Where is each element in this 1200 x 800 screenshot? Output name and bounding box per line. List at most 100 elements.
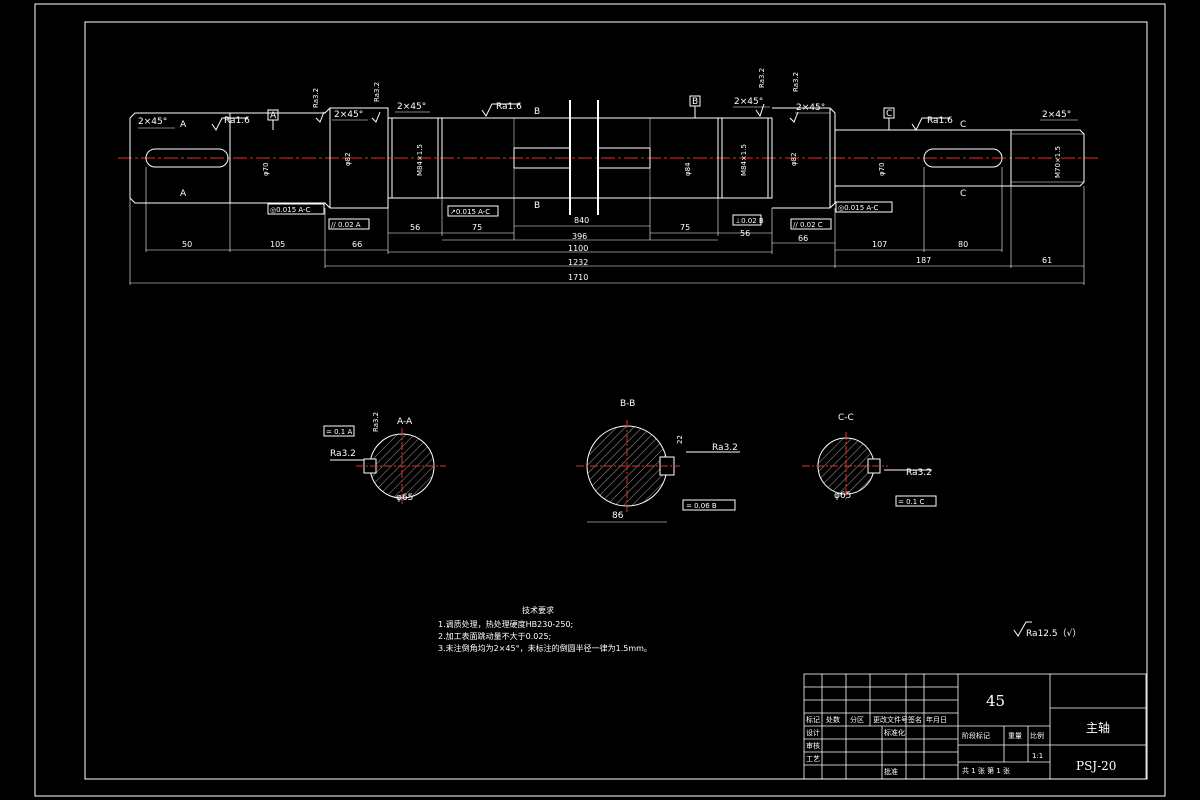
chamfer-label: 2×45° — [334, 110, 363, 120]
title-block-text: 45 主轴 PSJ-20 1:1 标记 处数 分区 更改文件号 签名 年月日 设… — [806, 692, 1116, 776]
section-title: C-C — [838, 413, 854, 423]
diameter-label: φ70 — [878, 162, 886, 176]
diameter-label: M84×1.5 — [416, 144, 424, 176]
section-mark: C — [960, 189, 966, 199]
roughness-label: Ra3.2 — [758, 68, 766, 88]
tolerance-frame: ◎0.015 A-C — [270, 206, 311, 214]
section-title: B-B — [620, 399, 635, 409]
chamfer-label: 2×45° — [1042, 110, 1071, 120]
roughness-label: Ra1.6 — [224, 116, 250, 126]
tb-label: 设计 — [806, 728, 820, 737]
outer-border — [34, 3, 1166, 797]
dimension-label: 840 — [574, 216, 589, 225]
tolerance-frame: = 0.1 C — [898, 498, 924, 506]
note-line: 3.未注倒角均为2×45°，未标注的倒圆半径一律为1.5mm。 — [438, 643, 652, 653]
chamfer-label: 2×45° — [734, 97, 763, 107]
dimension-label: 75 — [472, 223, 482, 232]
note-line: 2.加工表面跳动量不大于0.025; — [438, 631, 551, 641]
dimension-label: 75 — [680, 223, 690, 232]
datum-a: A — [270, 111, 277, 121]
datum-c: C — [886, 109, 892, 119]
section-mark: C — [960, 120, 966, 130]
diameter-label: φ65 — [396, 493, 413, 503]
general-roughness: Ra12.5（√） — [1013, 621, 1081, 639]
dimension-label: 61 — [1042, 256, 1052, 265]
section-title: A-A — [397, 417, 413, 427]
title-block — [803, 673, 1147, 780]
chamfer-label: 2×45° — [138, 117, 167, 127]
scale-value: 1:1 — [1032, 752, 1043, 760]
shaft-main-view — [118, 95, 1100, 285]
notes-title: 技术要求 — [522, 605, 554, 615]
roughness-label: Ra3.2 — [372, 412, 380, 432]
section-mark: A — [180, 120, 187, 130]
roughness-label: Ra3.2 — [373, 82, 381, 102]
section-view-b-b: B-B Ra3.2 = 0.06 B 86 22 — [576, 399, 740, 523]
tb-label: 批准 — [884, 767, 898, 776]
tolerance-frame: ⊥0.02 B — [735, 217, 764, 225]
tb-label: 分区 — [850, 715, 864, 724]
dimension-label: 1232 — [568, 258, 588, 267]
tb-label: 工艺 — [806, 755, 820, 763]
tb-label: 年月日 — [926, 715, 947, 724]
dimension-label: 56 — [410, 223, 420, 232]
roughness-label: Ra3.2 — [712, 443, 738, 453]
roughness-label: Ra3.2 — [330, 449, 356, 459]
dimension-label: 1710 — [568, 273, 588, 282]
dimension-label: 66 — [798, 234, 808, 243]
datum-b: B — [692, 97, 698, 107]
dimension-label: 56 — [740, 229, 750, 238]
roughness-label: Ra1.6 — [496, 102, 522, 112]
roughness-label: Ra3.2 — [792, 72, 800, 92]
technical-notes: 技术要求 1.调质处理，热处理硬度HB230-250; 2.加工表面跳动量不大于… — [438, 605, 652, 653]
section-mark: B — [534, 201, 540, 211]
roughness-label: Ra3.2 — [312, 88, 320, 108]
section-mark: B — [534, 107, 540, 117]
key-width-label: 22 — [676, 435, 684, 444]
diameter-label: M84×1.5 — [740, 144, 748, 176]
roughness-label: Ra3.2 — [906, 468, 932, 478]
inner-border — [84, 21, 1148, 780]
dimension-label: 66 — [352, 240, 362, 249]
main-view-labels: 2×45° 2×45° 2×45° 2×45° 2×45° 2×45° Ra1.… — [138, 68, 1071, 282]
tb-sheets: 共 1 张 第 1 张 — [962, 766, 1010, 775]
note-line: 1.调质处理，热处理硬度HB230-250; — [438, 619, 573, 629]
tolerance-frame: ↗0.015 A-C — [450, 208, 490, 216]
diameter-label: M70×1.5 — [1054, 146, 1062, 178]
chamfer-label: 2×45° — [397, 102, 426, 112]
dimension-label: 50 — [182, 240, 192, 249]
material-label: 45 — [986, 692, 1005, 710]
dimension-label: 107 — [872, 240, 887, 249]
drawing-number: PSJ-20 — [1076, 759, 1116, 773]
chamfer-label: 2×45° — [796, 103, 825, 113]
tolerance-frame: ◎0.015 A-C — [838, 204, 879, 212]
diameter-label: 86 — [612, 511, 624, 521]
dimension-label: 187 — [916, 256, 931, 265]
tb-label: 标准化 — [884, 728, 905, 737]
diameter-label: φ65 — [834, 491, 851, 501]
diameter-label: φ82 — [790, 152, 798, 166]
section-view-c-c: C-C Ra3.2 = 0.1 C φ65 — [802, 413, 937, 507]
tb-label: 比例 — [1030, 731, 1044, 740]
tolerance-frame: = 0.1 A — [326, 428, 352, 436]
general-roughness-label: Ra12.5（√） — [1026, 628, 1081, 639]
tb-label: 标记 — [806, 715, 820, 724]
diameter-label: φ82 — [344, 152, 352, 166]
roughness-label: Ra1.6 — [927, 116, 953, 126]
part-name: 主轴 — [1086, 720, 1110, 735]
diameter-label: φ84 — [684, 162, 692, 176]
tolerance-frame: = 0.06 B — [686, 502, 717, 510]
dimension-label: 1100 — [568, 244, 588, 253]
diameter-label: φ70 — [262, 162, 270, 176]
tolerance-frame: // 0.02 A — [331, 221, 361, 229]
tb-label: 审核 — [806, 741, 820, 750]
tb-label: 签名 — [908, 715, 922, 724]
tb-label: 重量 — [1008, 732, 1022, 740]
dimension-label: 80 — [958, 240, 968, 249]
tb-label: 阶段标记 — [962, 731, 990, 740]
dimension-label: 396 — [572, 232, 587, 241]
tb-label: 处数 — [826, 715, 840, 724]
section-view-a-a: A-A Ra3.2 = 0.1 A φ65 Ra3.2 — [323, 412, 446, 504]
dimension-label: 105 — [270, 240, 285, 249]
